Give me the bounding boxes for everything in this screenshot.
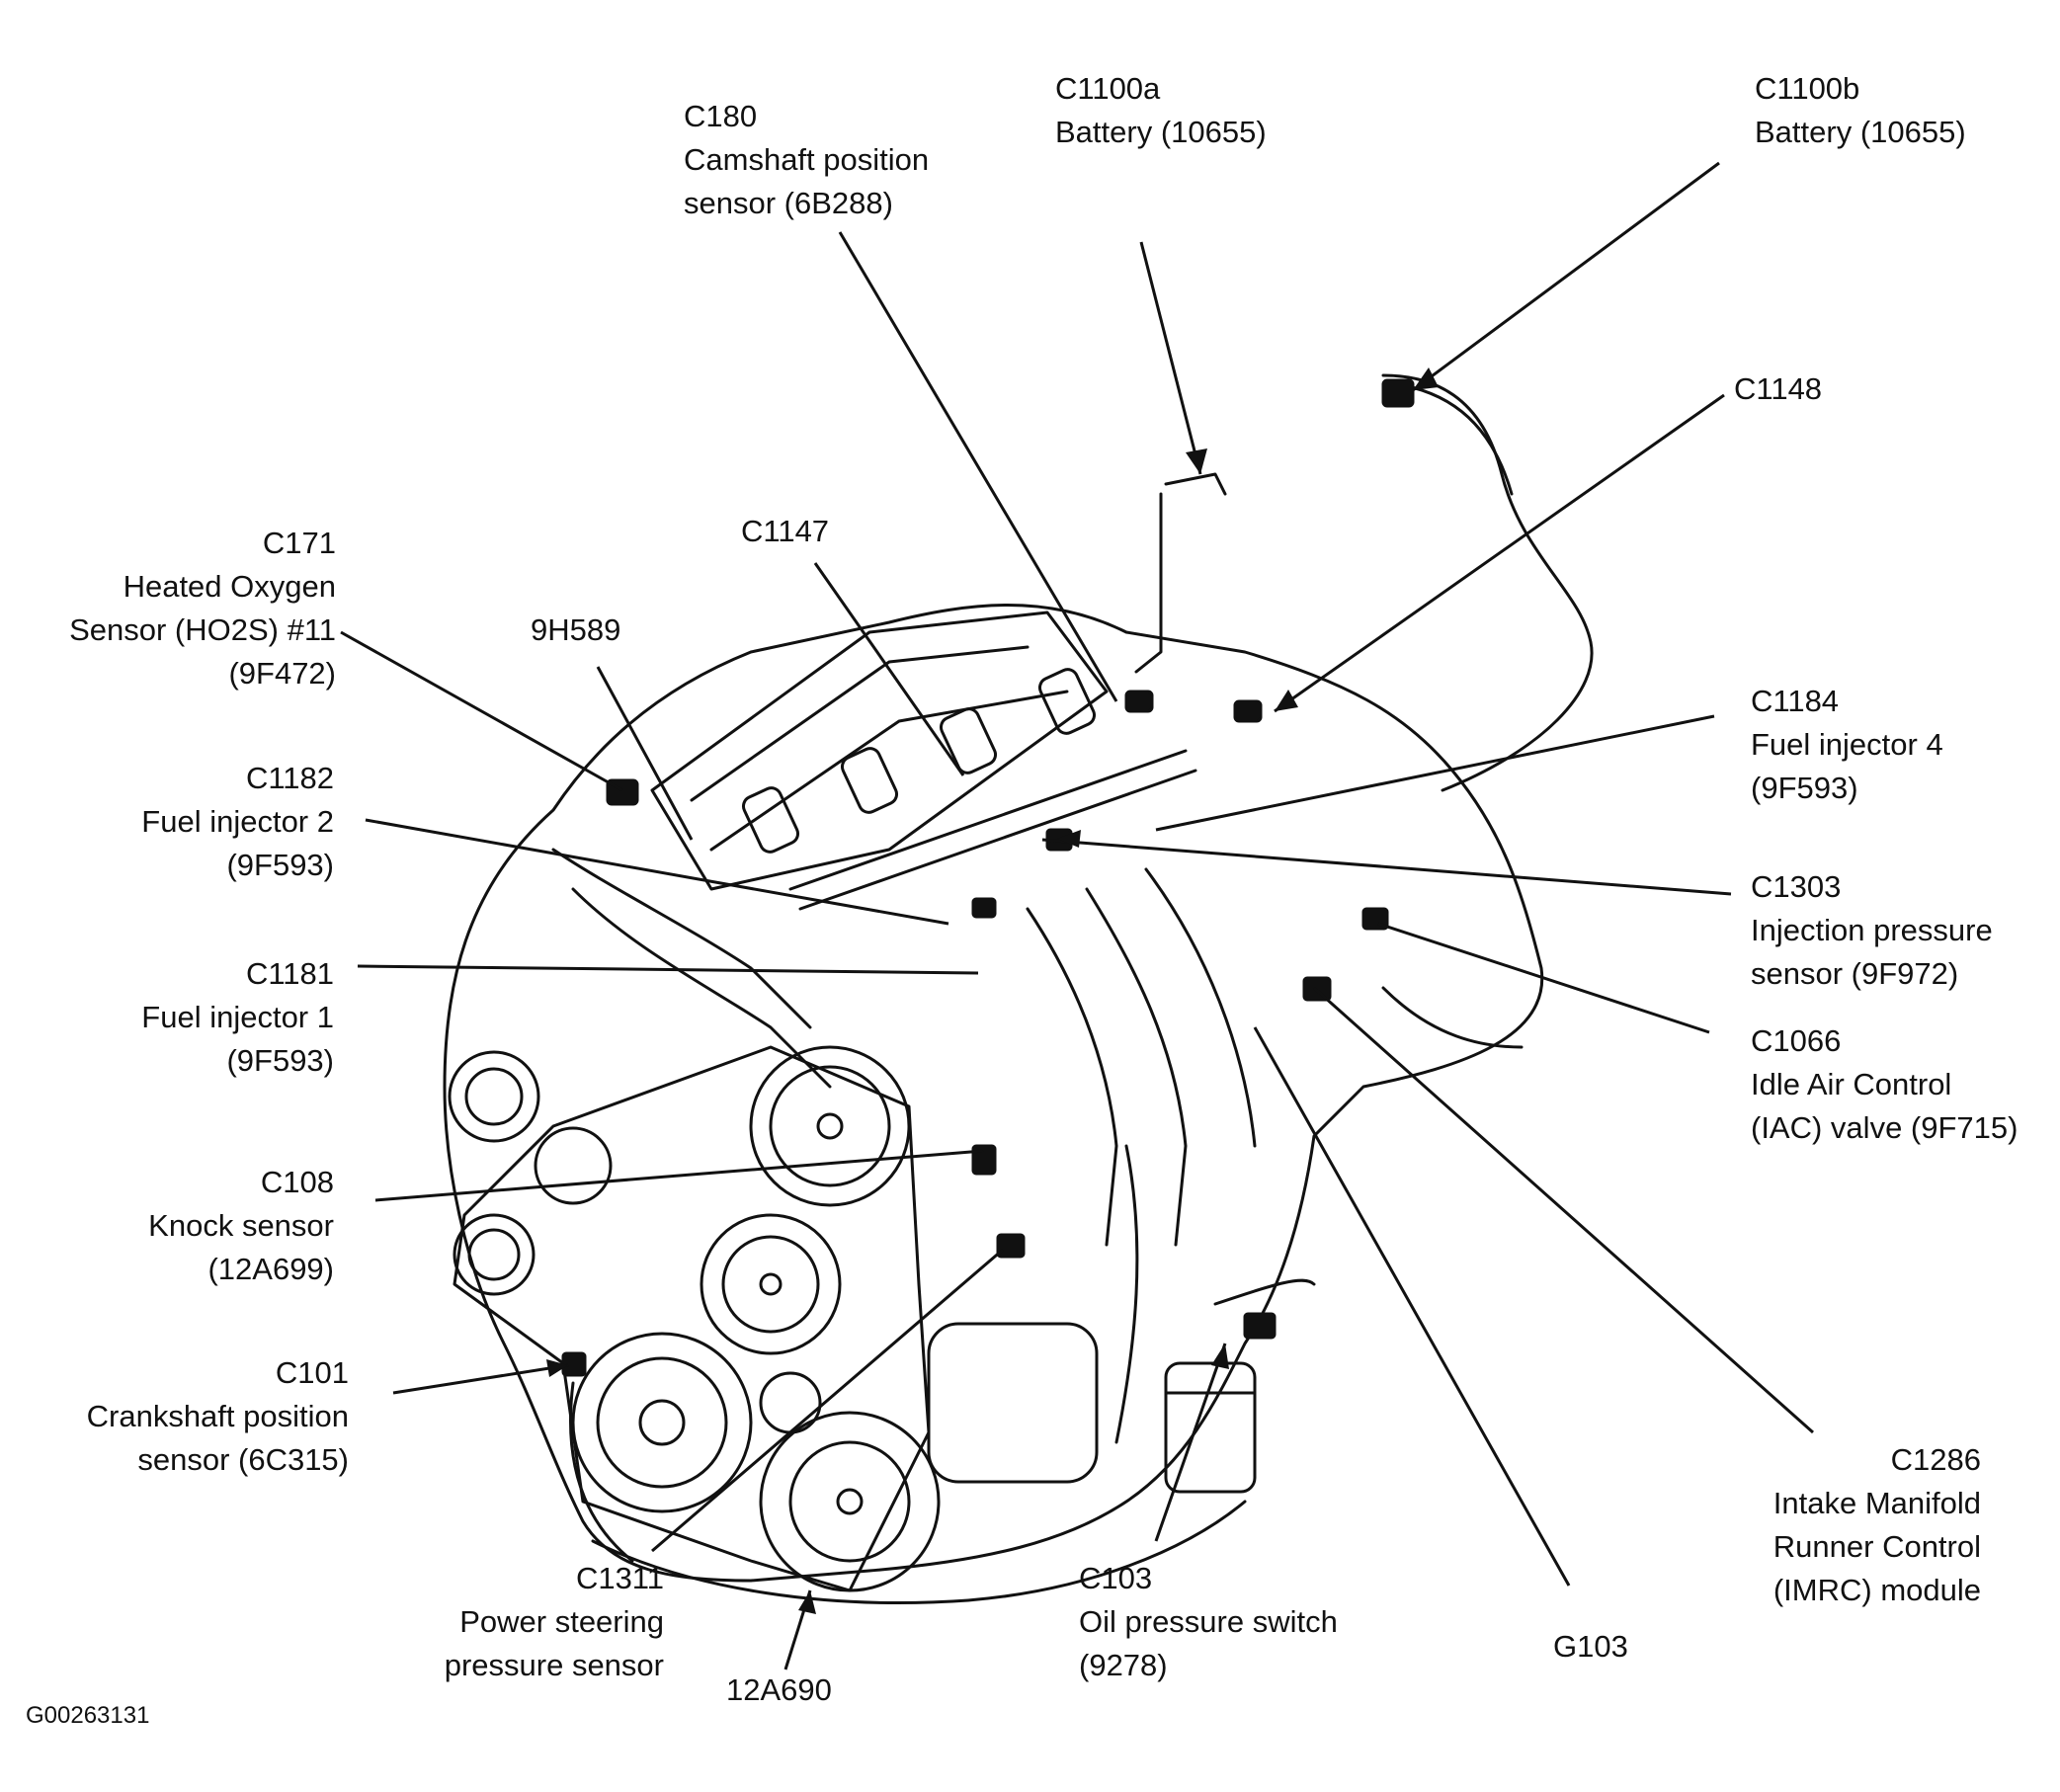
leader-c1147 — [813, 562, 965, 776]
label-c1286: C1286 Intake Manifold Runner Control (IM… — [1772, 1442, 1981, 1607]
leader-c1181 — [357, 964, 979, 975]
pulleys — [448, 1045, 941, 1592]
label-c108: C108 Knock sensor (12A699) — [148, 1165, 334, 1286]
label-c1311: C1311 Power steering pressure sensor — [444, 1561, 664, 1682]
label-c1148: C1148 — [1734, 371, 1823, 406]
label-c1100a: C1100a Battery (10655) — [1055, 71, 1267, 149]
label-c180: C180 Camshaft position sensor (6B288) — [684, 99, 930, 220]
leader-c1100a — [1139, 241, 1202, 475]
label-c1184: C1184 Fuel injector 4 (9F593) — [1751, 684, 1943, 805]
coil-packs — [741, 668, 1097, 854]
leader-9h589 — [596, 666, 694, 841]
figure-id: G00263131 — [26, 1702, 150, 1729]
leader-g103 — [1253, 1026, 1571, 1587]
label-c103: C103 Oil pressure switch (9278) — [1079, 1561, 1338, 1682]
leader-c1311 — [651, 1248, 1004, 1553]
leader-c1303 — [1041, 838, 1732, 896]
label-12a690: 12A690 — [726, 1672, 832, 1707]
label-c171: C171 Heated Oxygen Sensor (HO2S) #11 (9F… — [69, 526, 336, 691]
leader-c1066 — [1377, 922, 1710, 1034]
leader-c180 — [838, 231, 1118, 702]
ac-compressor — [927, 1322, 1099, 1484]
label-9h589: 9H589 — [531, 612, 621, 647]
label-c101: C101 Crankshaft position sensor (6C315) — [86, 1355, 349, 1477]
engine-outline — [443, 604, 1544, 1583]
leader-c1286 — [1313, 986, 1814, 1434]
accessory-belt — [453, 1045, 931, 1592]
label-c1100b: C1100b Battery (10655) — [1755, 71, 1966, 149]
label-c1303: C1303 Injection pressure sensor (9F972) — [1751, 869, 1993, 991]
fuel-rail — [788, 749, 1188, 891]
leader-c1184 — [1155, 714, 1715, 832]
oil-filter — [1164, 1361, 1257, 1494]
leader-c1182 — [365, 818, 949, 926]
label-c1147: C1147 — [741, 514, 830, 548]
wiring-harness — [569, 373, 1594, 1604]
label-g103: G103 — [1553, 1629, 1628, 1664]
leader-c1100b — [1412, 161, 1720, 392]
leader-c108 — [374, 1149, 984, 1202]
leader-c103 — [1154, 1343, 1227, 1542]
leader-c171 — [340, 630, 623, 792]
valve-cover — [650, 611, 1109, 891]
label-c1181: C1181 Fuel injector 1 (9F593) — [141, 956, 334, 1078]
label-c1182: C1182 Fuel injector 2 (9F593) — [141, 761, 334, 882]
label-c1066: C1066 Idle Air Control (IAC) valve (9F71… — [1751, 1023, 2019, 1145]
leader-c101 — [392, 1363, 569, 1395]
leader-c1148 — [1274, 393, 1725, 713]
